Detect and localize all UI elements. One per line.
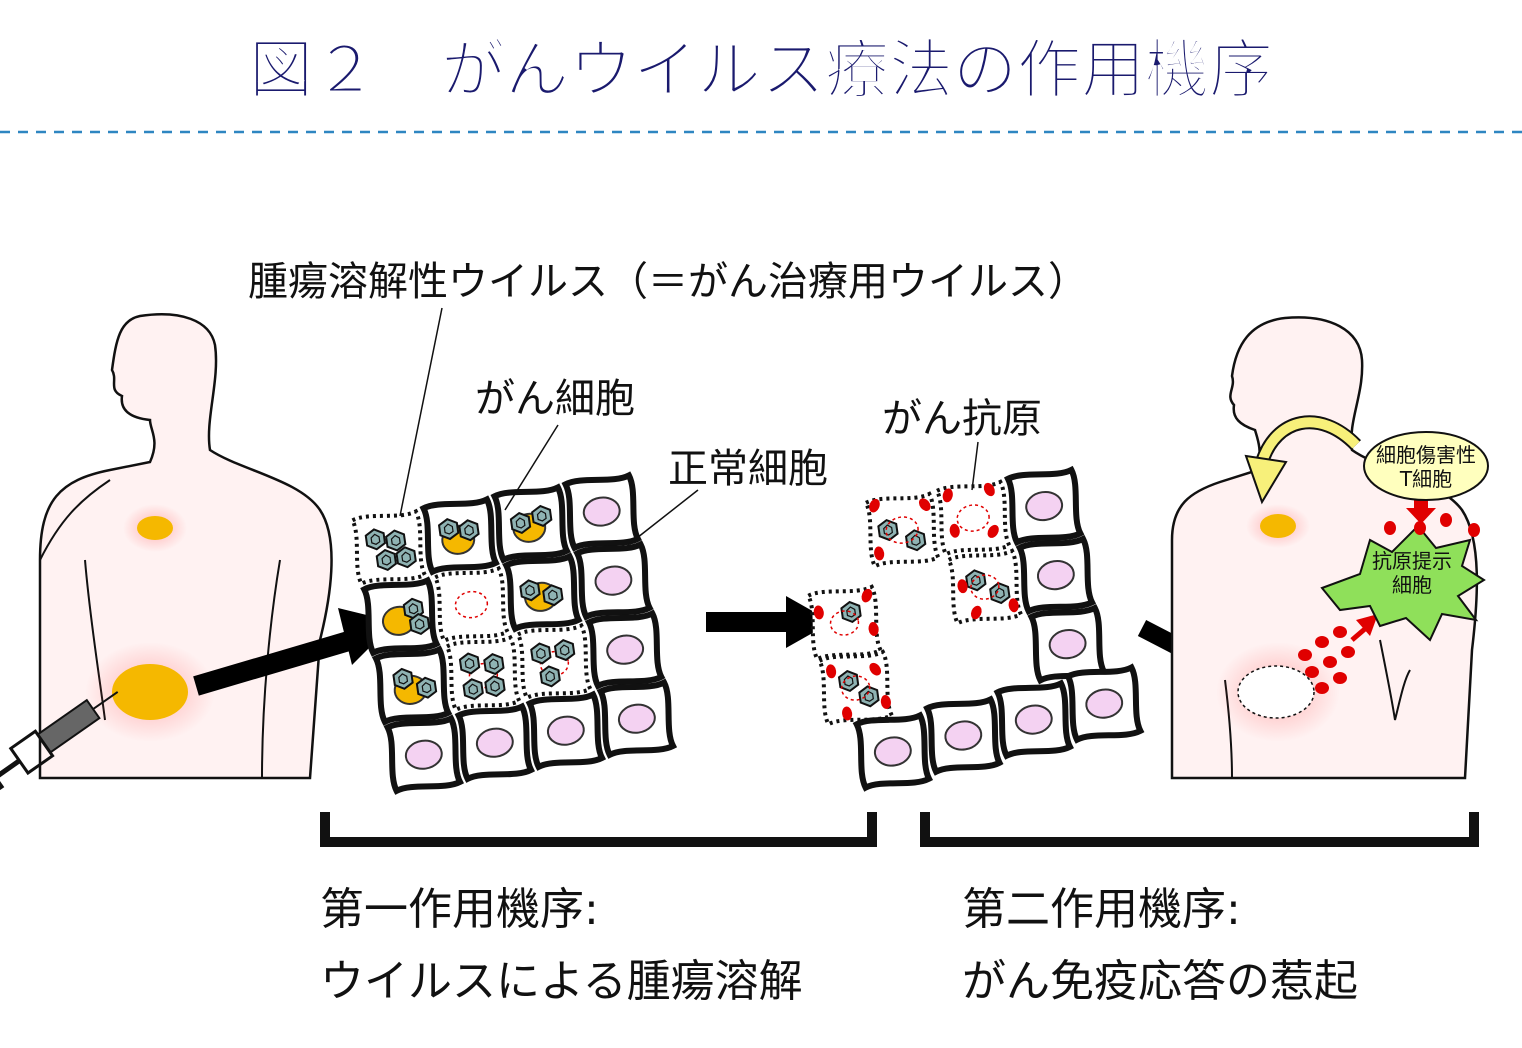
page-title: 図２ がんウイルス療法の作用機序	[249, 34, 1273, 108]
antigen-presenting-cell: 抗原提示 細胞	[1320, 513, 1486, 642]
apc-label-line1: 抗原提示	[1372, 549, 1452, 573]
ctl-label-line2: T細胞	[1399, 467, 1452, 491]
first-mechanism-desc: ウイルスによる腫瘍溶解	[320, 956, 803, 1007]
tumor-tissue-virus-infection	[348, 473, 676, 794]
ctl-label-line1: 細胞傷害性	[1376, 443, 1476, 467]
syringe-icon	[0, 691, 119, 791]
first-mechanism-bracket	[320, 812, 877, 847]
cancer-antigen-label: がん抗原	[882, 396, 1042, 442]
first-mechanism-title: 第一作用機序:	[320, 884, 599, 935]
t-cell-attack-arrow	[1244, 415, 1362, 505]
cytotoxic-t-cell: 細胞傷害性 T細胞	[1363, 431, 1489, 501]
normal-cell-label: 正常細胞	[668, 446, 828, 492]
tumor-chest-right	[1260, 514, 1296, 538]
antigen-uptake-arrow	[1350, 614, 1378, 642]
lysed-tumor-site	[1237, 665, 1315, 719]
normal-cell-leader-line	[627, 489, 699, 546]
apc-label-line2: 細胞	[1392, 573, 1432, 597]
cancer-cell-label: がん細胞	[475, 376, 635, 422]
cancer-cell-leader-line	[504, 424, 559, 511]
arrow-lysis-to-antigen	[706, 596, 832, 648]
virus-label: 腫瘍溶解性ウイルス（＝がん治療用ウイルス）	[248, 259, 1088, 305]
second-mechanism-title: 第二作用機序:	[962, 884, 1241, 935]
activation-arrow	[1406, 496, 1436, 524]
second-mechanism-desc: がん免疫応答の惹起	[962, 956, 1358, 1007]
tumor-chest	[137, 516, 173, 540]
antigen-leader-line	[971, 441, 979, 491]
released-antigens	[1298, 626, 1355, 694]
lysed-tumor-tissue-antigen-release	[804, 464, 1145, 794]
virus-leader-line	[399, 307, 443, 517]
tumor-abdomen	[112, 664, 188, 720]
second-mechanism-bracket	[920, 812, 1479, 847]
patient-figure-left	[0, 313, 333, 791]
